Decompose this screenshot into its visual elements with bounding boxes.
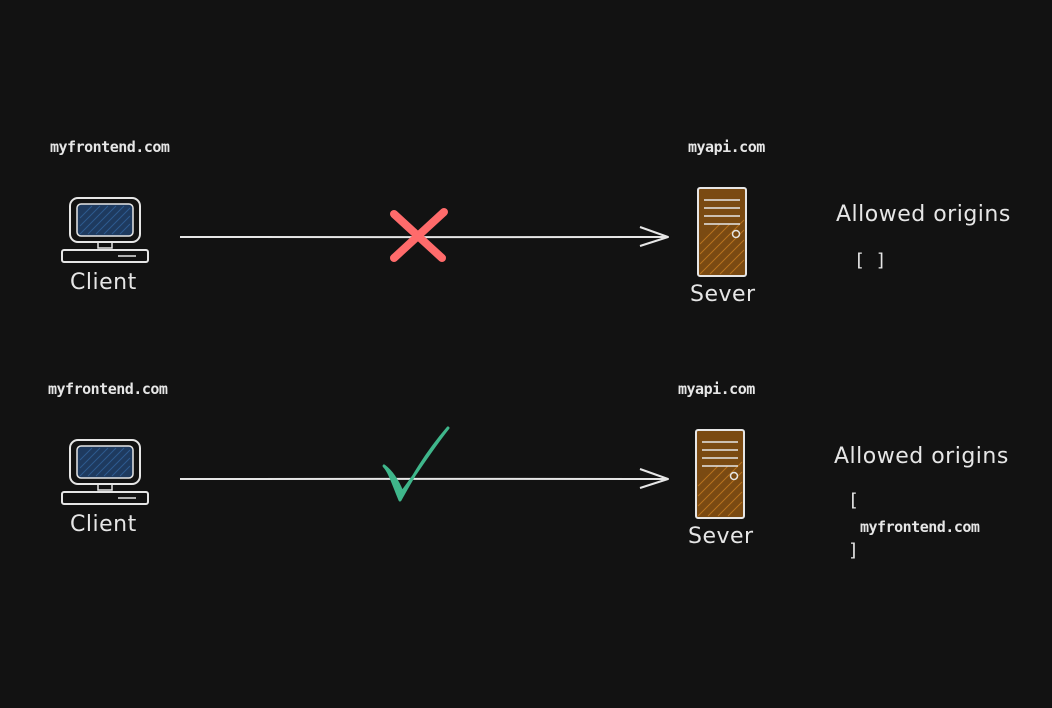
server-label: Sever <box>688 524 754 549</box>
client-computer-icon <box>61 439 149 505</box>
server-domain-label: myapi.com <box>678 380 755 398</box>
server-label: Sever <box>690 282 756 307</box>
server-domain-label: myapi.com <box>688 138 765 156</box>
server-icon <box>697 187 747 277</box>
allowed-origins-title: Allowed origins <box>834 444 1009 469</box>
request-arrow <box>179 468 669 489</box>
server-icon <box>695 429 745 519</box>
allowed-origins-open-bracket: [ <box>848 490 859 511</box>
cross-icon <box>390 208 448 262</box>
allowed-origins-close-bracket: ] <box>848 540 859 561</box>
client-label: Client <box>70 270 137 295</box>
client-domain-label: myfrontend.com <box>48 380 168 398</box>
client-domain-label: myfrontend.com <box>50 138 170 156</box>
allowed-origins-title: Allowed origins <box>836 202 1011 227</box>
client-computer-icon <box>61 197 149 263</box>
allowed-origins-list: [ ] <box>854 250 887 271</box>
check-icon <box>382 426 450 502</box>
client-label: Client <box>70 512 137 537</box>
allowed-origin-entry: myfrontend.com <box>860 518 980 536</box>
